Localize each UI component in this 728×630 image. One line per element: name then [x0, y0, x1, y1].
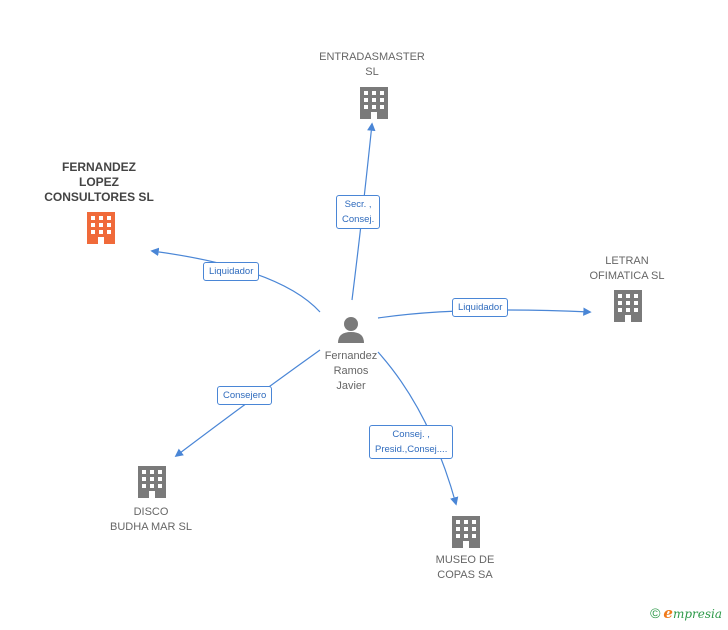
- building-icon-museo[interactable]: [452, 516, 480, 548]
- node-label-museo[interactable]: MUSEO DE COPAS SA: [435, 554, 495, 581]
- edge-label-disco: Consejero: [217, 386, 273, 405]
- building-icon-fernandez-lopez[interactable]: [87, 212, 115, 244]
- center-person-label[interactable]: Fernandez Ramos Javier: [324, 350, 378, 392]
- footer-brand: ©empresia: [650, 604, 722, 622]
- person-icon[interactable]: [338, 317, 364, 343]
- edge-fernandez-lopez: [150, 247, 321, 313]
- building-icon-entradasmaster[interactable]: [360, 87, 388, 119]
- node-label-letran[interactable]: LETRAN OFIMATICA SL: [589, 255, 665, 282]
- edge-label-letran: Liquidador: [452, 298, 509, 317]
- edge-label-museo: Consej. , Presid.,Consej....: [369, 425, 454, 459]
- node-label-fernandez-lopez[interactable]: FERNANDEZ LOPEZ CONSULTORES SL: [44, 160, 154, 204]
- edge-label-fernandez-lopez: Liquidador: [203, 262, 260, 281]
- node-label-entradasmaster[interactable]: ENTRADASMASTER SL: [319, 51, 425, 78]
- copyright-icon: ©: [650, 605, 661, 621]
- building-icon-disco[interactable]: [138, 466, 166, 498]
- building-icon-letran[interactable]: [614, 290, 642, 322]
- node-label-disco[interactable]: DISCO BUDHA MAR SL: [110, 506, 192, 533]
- edge-label-entradasmaster: Secr. , Consej.: [336, 195, 381, 229]
- brand-logo-e: e: [663, 604, 673, 622]
- brand-logo-text: mpresia: [672, 607, 722, 621]
- edge-museo: [377, 351, 459, 506]
